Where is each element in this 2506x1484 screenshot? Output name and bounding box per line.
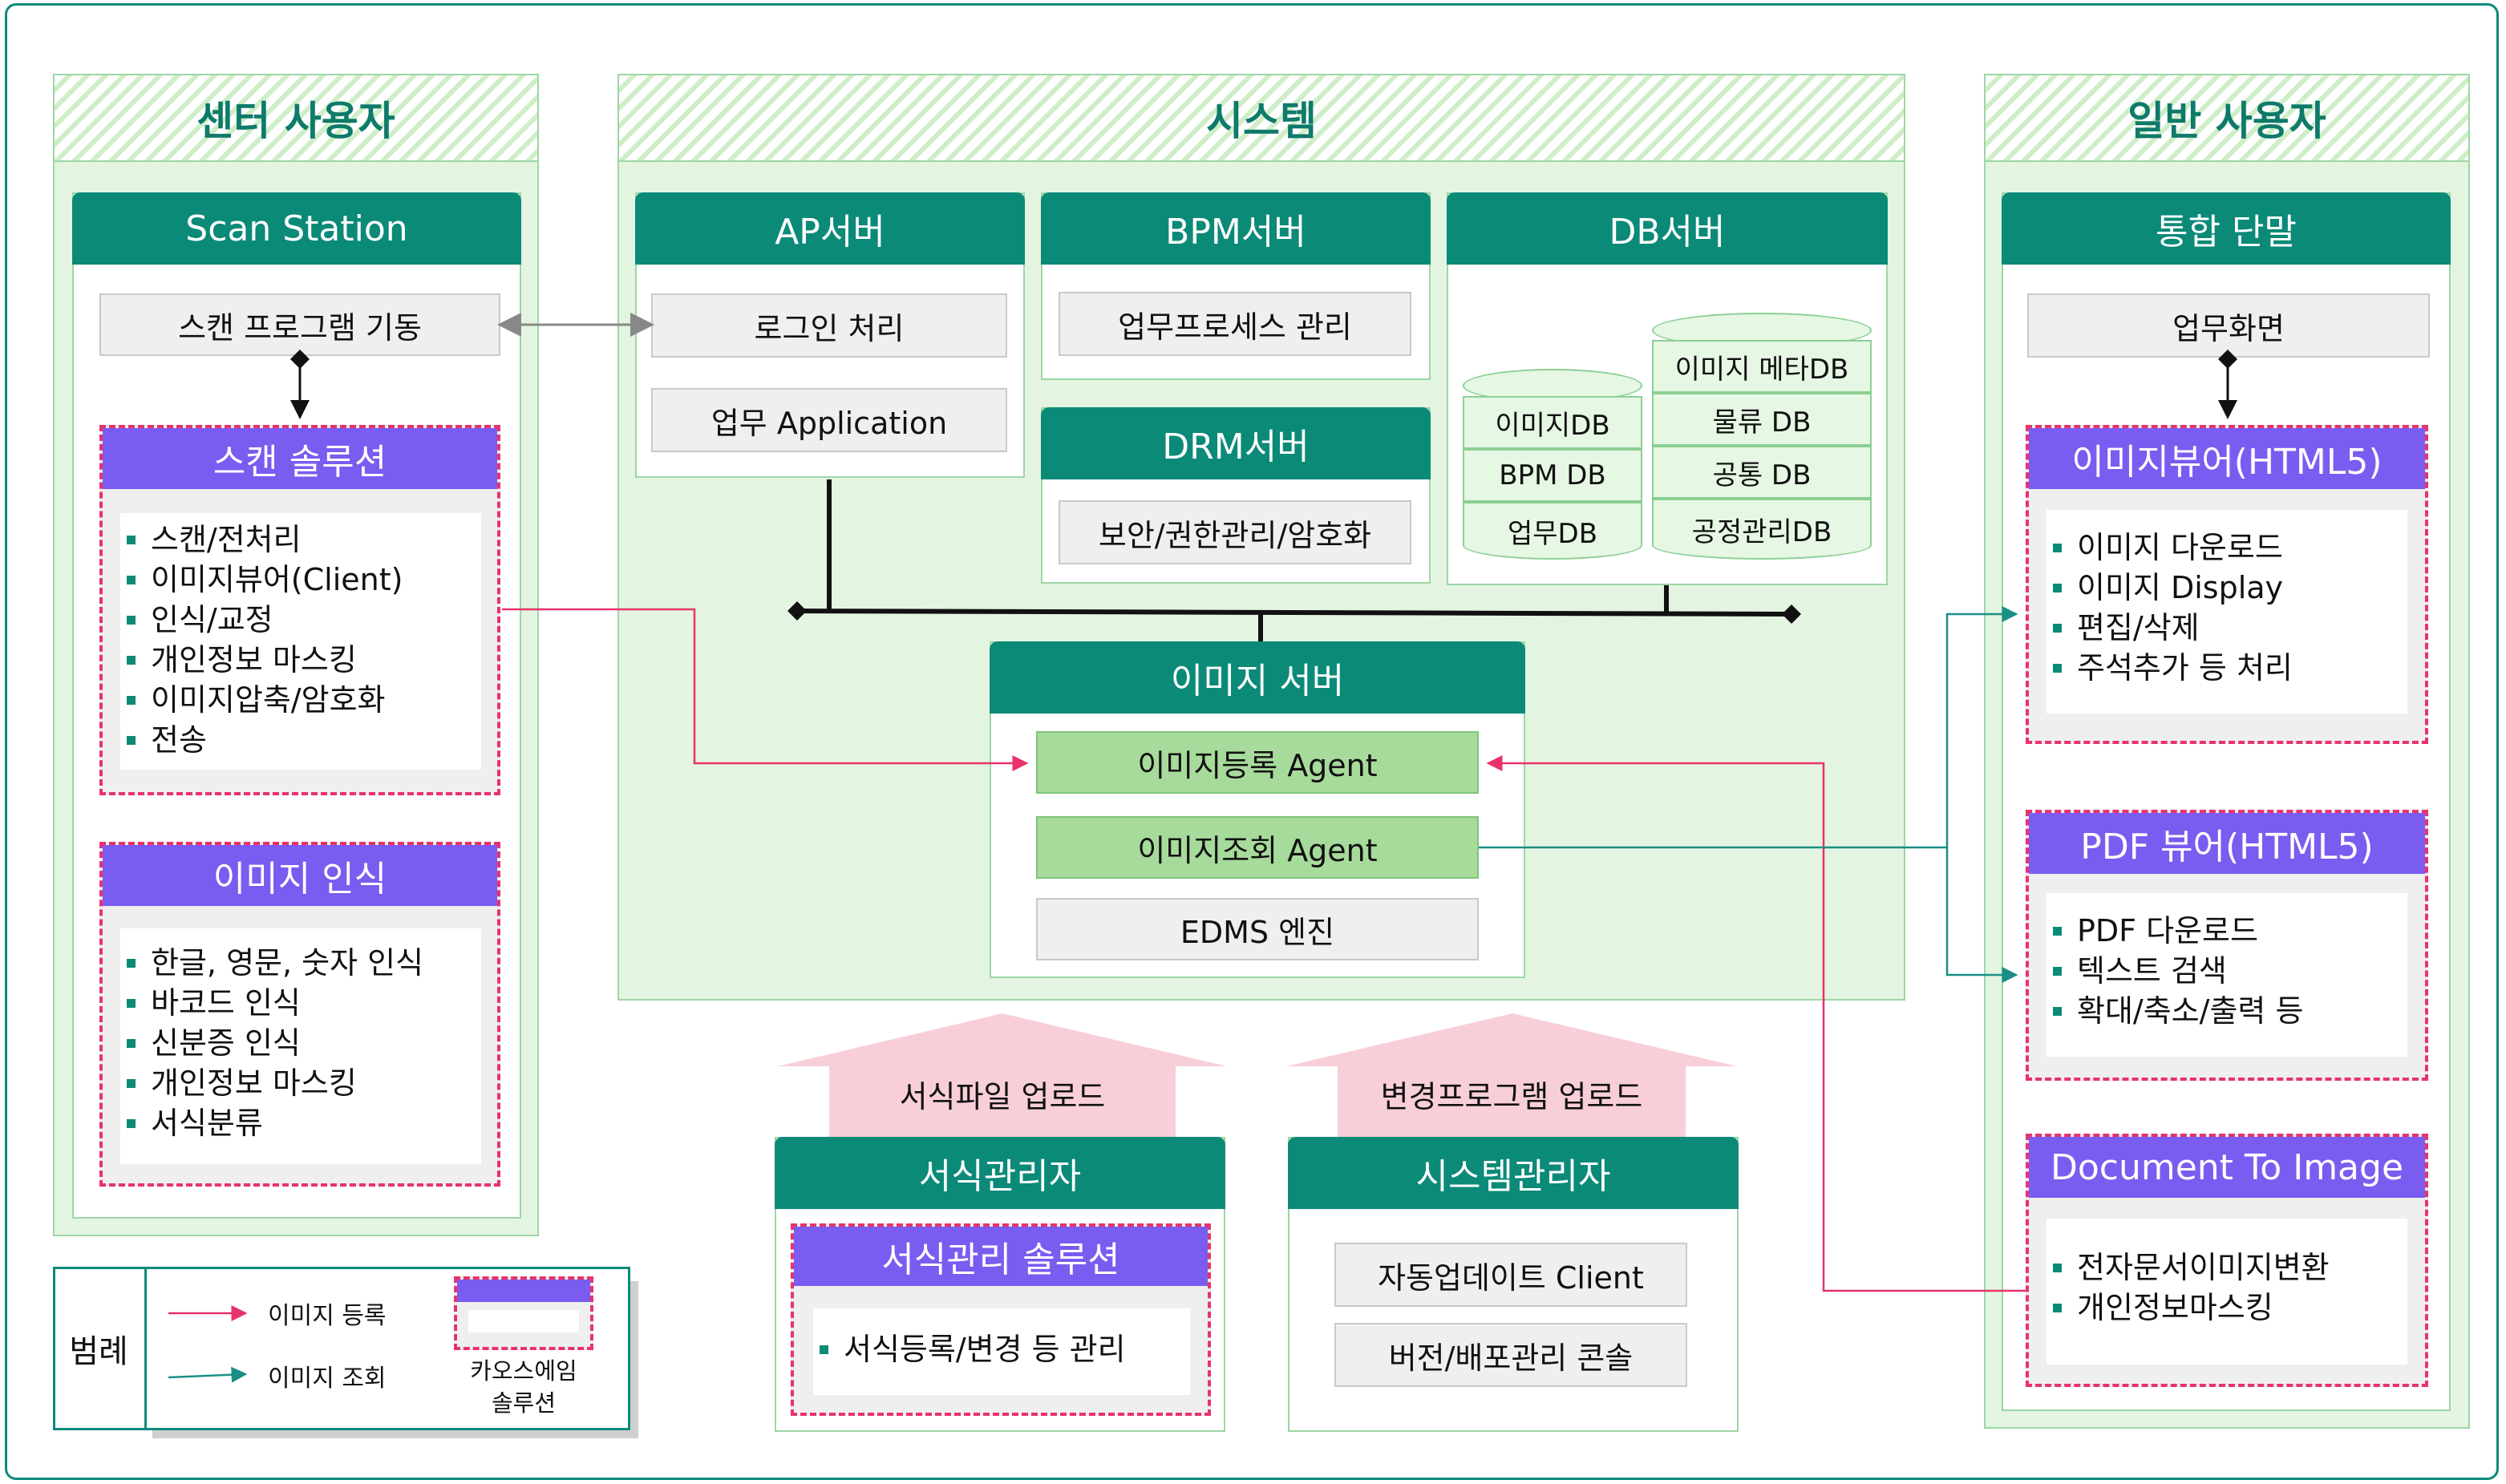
center-user-header: 센터 사용자 (53, 74, 539, 162)
auto-update-client[interactable]: 자동업데이트 Client (1334, 1243, 1687, 1307)
pdf-viewer-title: PDF 뷰어(HTML5) (2029, 813, 2425, 874)
list-item: 이미지압축/암호화 (120, 680, 481, 720)
image-query-agent[interactable]: 이미지조회 Agent (1036, 816, 1479, 879)
business-application[interactable]: 업무 Application (651, 388, 1007, 452)
ap-server-title: AP서버 (635, 192, 1025, 265)
register-line-scan (502, 608, 1029, 771)
scan-station-title: Scan Station (72, 192, 521, 265)
image-viewer-title: 이미지뷰어(HTML5) (2029, 428, 2425, 489)
doc-to-image-list: 전자문서이미지변환 개인정보마스킹 (2046, 1219, 2407, 1365)
list-item: 서식분류 (120, 1103, 481, 1143)
list-item: 개인정보마스킹 (2046, 1288, 2407, 1328)
legend-solution-swatch-body (468, 1310, 579, 1332)
scan-solution-list: 스캔/전처리 이미지뷰어(Client) 인식/교정 개인정보 마스킹 이미지압… (120, 513, 481, 770)
list-item: 스캔/전처리 (120, 520, 481, 560)
legend-solution-swatch-head (457, 1280, 590, 1302)
bpm-server-title: BPM서버 (1041, 192, 1431, 265)
security-rights-encryption[interactable]: 보안/권한관리/암호화 (1059, 500, 1411, 564)
bpm-db: BPM DB (1463, 449, 1642, 502)
list-item: 개인정보 마스킹 (120, 1063, 481, 1103)
legend-title: 범례 (69, 1333, 128, 1370)
db-server-title: DB서버 (1447, 192, 1888, 265)
bus-end-right (1782, 605, 1801, 624)
process-mgmt-db: 공정관리DB (1652, 499, 1872, 560)
system-header: 시스템 (617, 74, 1905, 162)
screen-connector (2218, 350, 2237, 369)
scan-solution-title: 스캔 솔루션 (103, 428, 497, 489)
form-solution-title: 서식관리 솔루션 (794, 1227, 1208, 1286)
list-item: 한글, 영문, 숫자 인식 (120, 943, 481, 983)
form-admin-title: 서식관리자 (775, 1137, 1225, 1209)
integrated-terminal-title: 통합 단말 (2002, 192, 2451, 265)
legend-register-label: 이미지 등록 (268, 1302, 387, 1330)
system-bus (796, 609, 1792, 617)
pdf-viewer-list: PDF 다운로드 텍스트 검색 확대/축소/출력 등 (2046, 893, 2407, 1057)
scan-launch-connector (290, 350, 310, 369)
list-item: 전자문서이미지변환 (2046, 1247, 2407, 1288)
form-solution-list: 서식등록/변경 등 관리 (813, 1308, 1190, 1395)
common-db: 공통 DB (1652, 446, 1872, 499)
system-admin-title: 시스템관리자 (1288, 1137, 1739, 1209)
list-item: 텍스트 검색 (2046, 951, 2407, 991)
list-item: 확대/축소/출력 등 (2046, 991, 2407, 1031)
business-db: 업무DB (1463, 502, 1642, 560)
image-recognition-title: 이미지 인식 (103, 845, 497, 906)
legend-query-line (168, 1366, 248, 1383)
drm-server-title: DRM서버 (1041, 407, 1431, 479)
list-item: 바코드 인식 (120, 983, 481, 1023)
list-item: 이미지뷰어(Client) (120, 560, 481, 600)
business-process-mgmt[interactable]: 업무프로세스 관리 (1059, 292, 1411, 356)
image-meta-db: 이미지 메타DB (1652, 340, 1872, 393)
doc-to-image-title: Document To Image (2029, 1137, 2425, 1198)
edms-engine[interactable]: EDMS 엔진 (1036, 898, 1479, 960)
version-deploy-console[interactable]: 버전/배포관리 콘솔 (1334, 1323, 1687, 1387)
legend-query-label: 이미지 조회 (268, 1365, 387, 1393)
legend-solution-label: 카오스에임 솔루션 (470, 1357, 577, 1417)
legend-solution-swatch (454, 1276, 593, 1350)
logistics-db: 물류 DB (1652, 393, 1872, 446)
list-item: 신분증 인식 (120, 1023, 481, 1063)
bus-end-left (787, 601, 807, 621)
image-server-title: 이미지 서버 (990, 641, 1525, 714)
legend-divider (144, 1267, 147, 1430)
query-line-pdf-viewer (1945, 847, 2018, 983)
list-item: 편집/삭제 (2046, 608, 2407, 648)
list-item: 주석추가 등 처리 (2046, 648, 2407, 688)
register-line-doc (1486, 755, 2026, 1292)
business-screen[interactable]: 업무화면 (2027, 293, 2430, 358)
image-recognition-list: 한글, 영문, 숫자 인식 바코드 인식 신분증 인식 개인정보 마스킹 서식분… (120, 928, 481, 1164)
list-item: 인식/교정 (120, 600, 481, 640)
list-item: 개인정보 마스킹 (120, 640, 481, 680)
query-line-image-viewer (1945, 606, 2018, 847)
list-item: 서식등록/변경 등 관리 (813, 1329, 1190, 1369)
program-upload-label: 변경프로그램 업로드 (1380, 1078, 1643, 1114)
general-user-header: 일반 사용자 (1984, 74, 2470, 162)
list-item: 이미지 다운로드 (2046, 528, 2407, 568)
image-db: 이미지DB (1463, 396, 1642, 449)
list-item: PDF 다운로드 (2046, 911, 2407, 951)
list-item: 전송 (120, 720, 481, 760)
form-upload-label: 서식파일 업로드 (899, 1078, 1106, 1114)
image-viewer-list: 이미지 다운로드 이미지 Display 편집/삭제 주석추가 등 처리 (2046, 510, 2407, 714)
list-item: 이미지 Display (2046, 568, 2407, 608)
image-register-agent[interactable]: 이미지등록 Agent (1036, 731, 1479, 794)
